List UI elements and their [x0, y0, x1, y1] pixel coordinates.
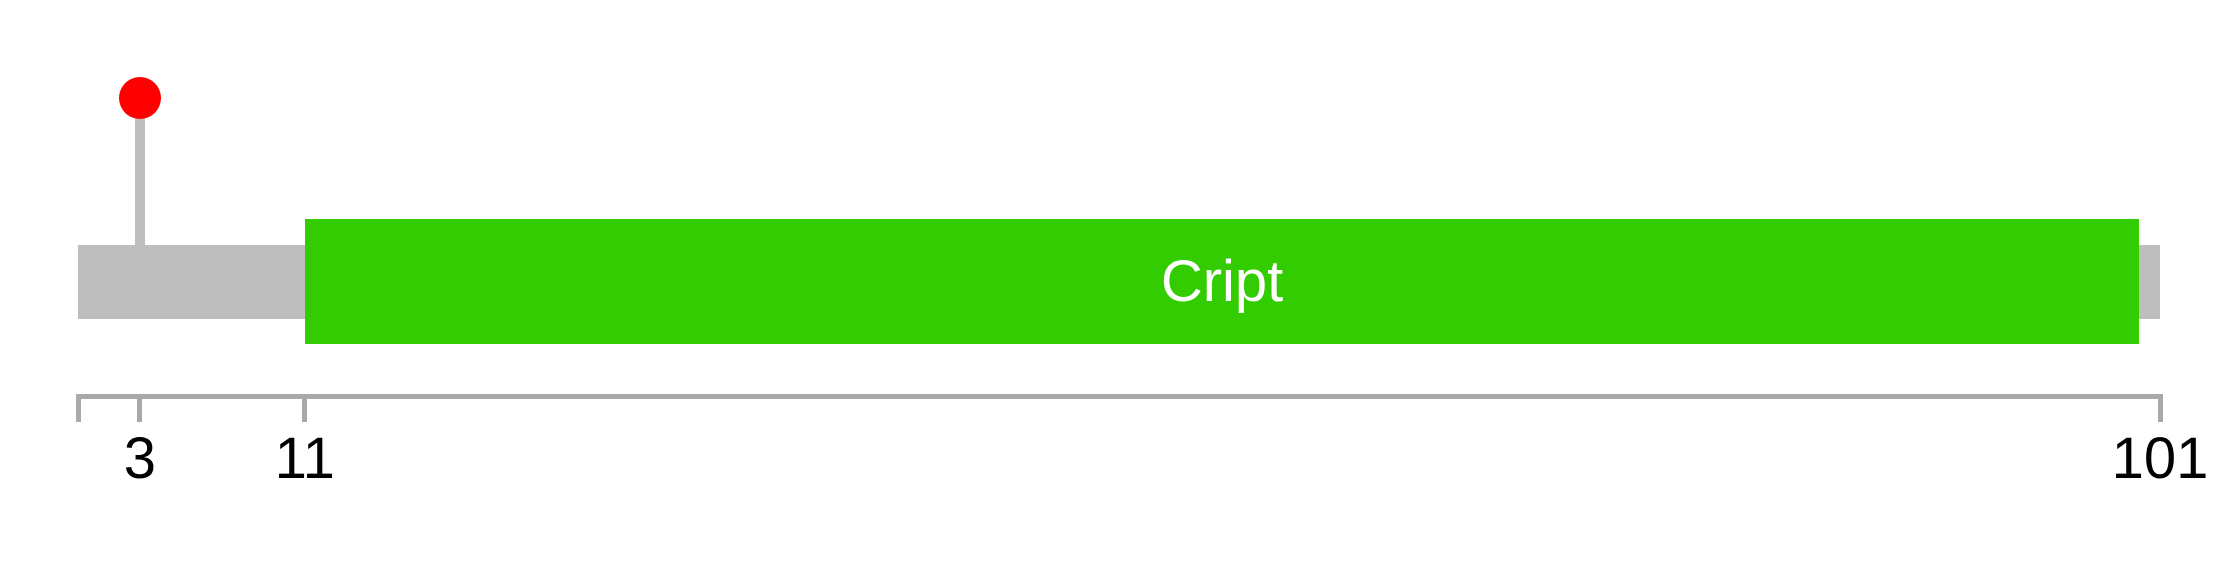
lollipop-stem	[134, 118, 145, 246]
axis-tick	[302, 394, 308, 422]
mutation-lollipop-circle	[118, 77, 161, 119]
axis-tick-label: 101	[2111, 426, 2209, 491]
axis-tick	[75, 394, 81, 422]
domain-label: Cript	[1160, 248, 1284, 314]
x-axis-line	[75, 394, 2163, 399]
axis-tick	[2157, 394, 2163, 422]
axis-tick-label: 11	[274, 426, 335, 491]
domain-box: Cript	[304, 219, 2140, 344]
axis-tick-label: 3	[123, 426, 156, 491]
axis-tick	[137, 394, 143, 422]
